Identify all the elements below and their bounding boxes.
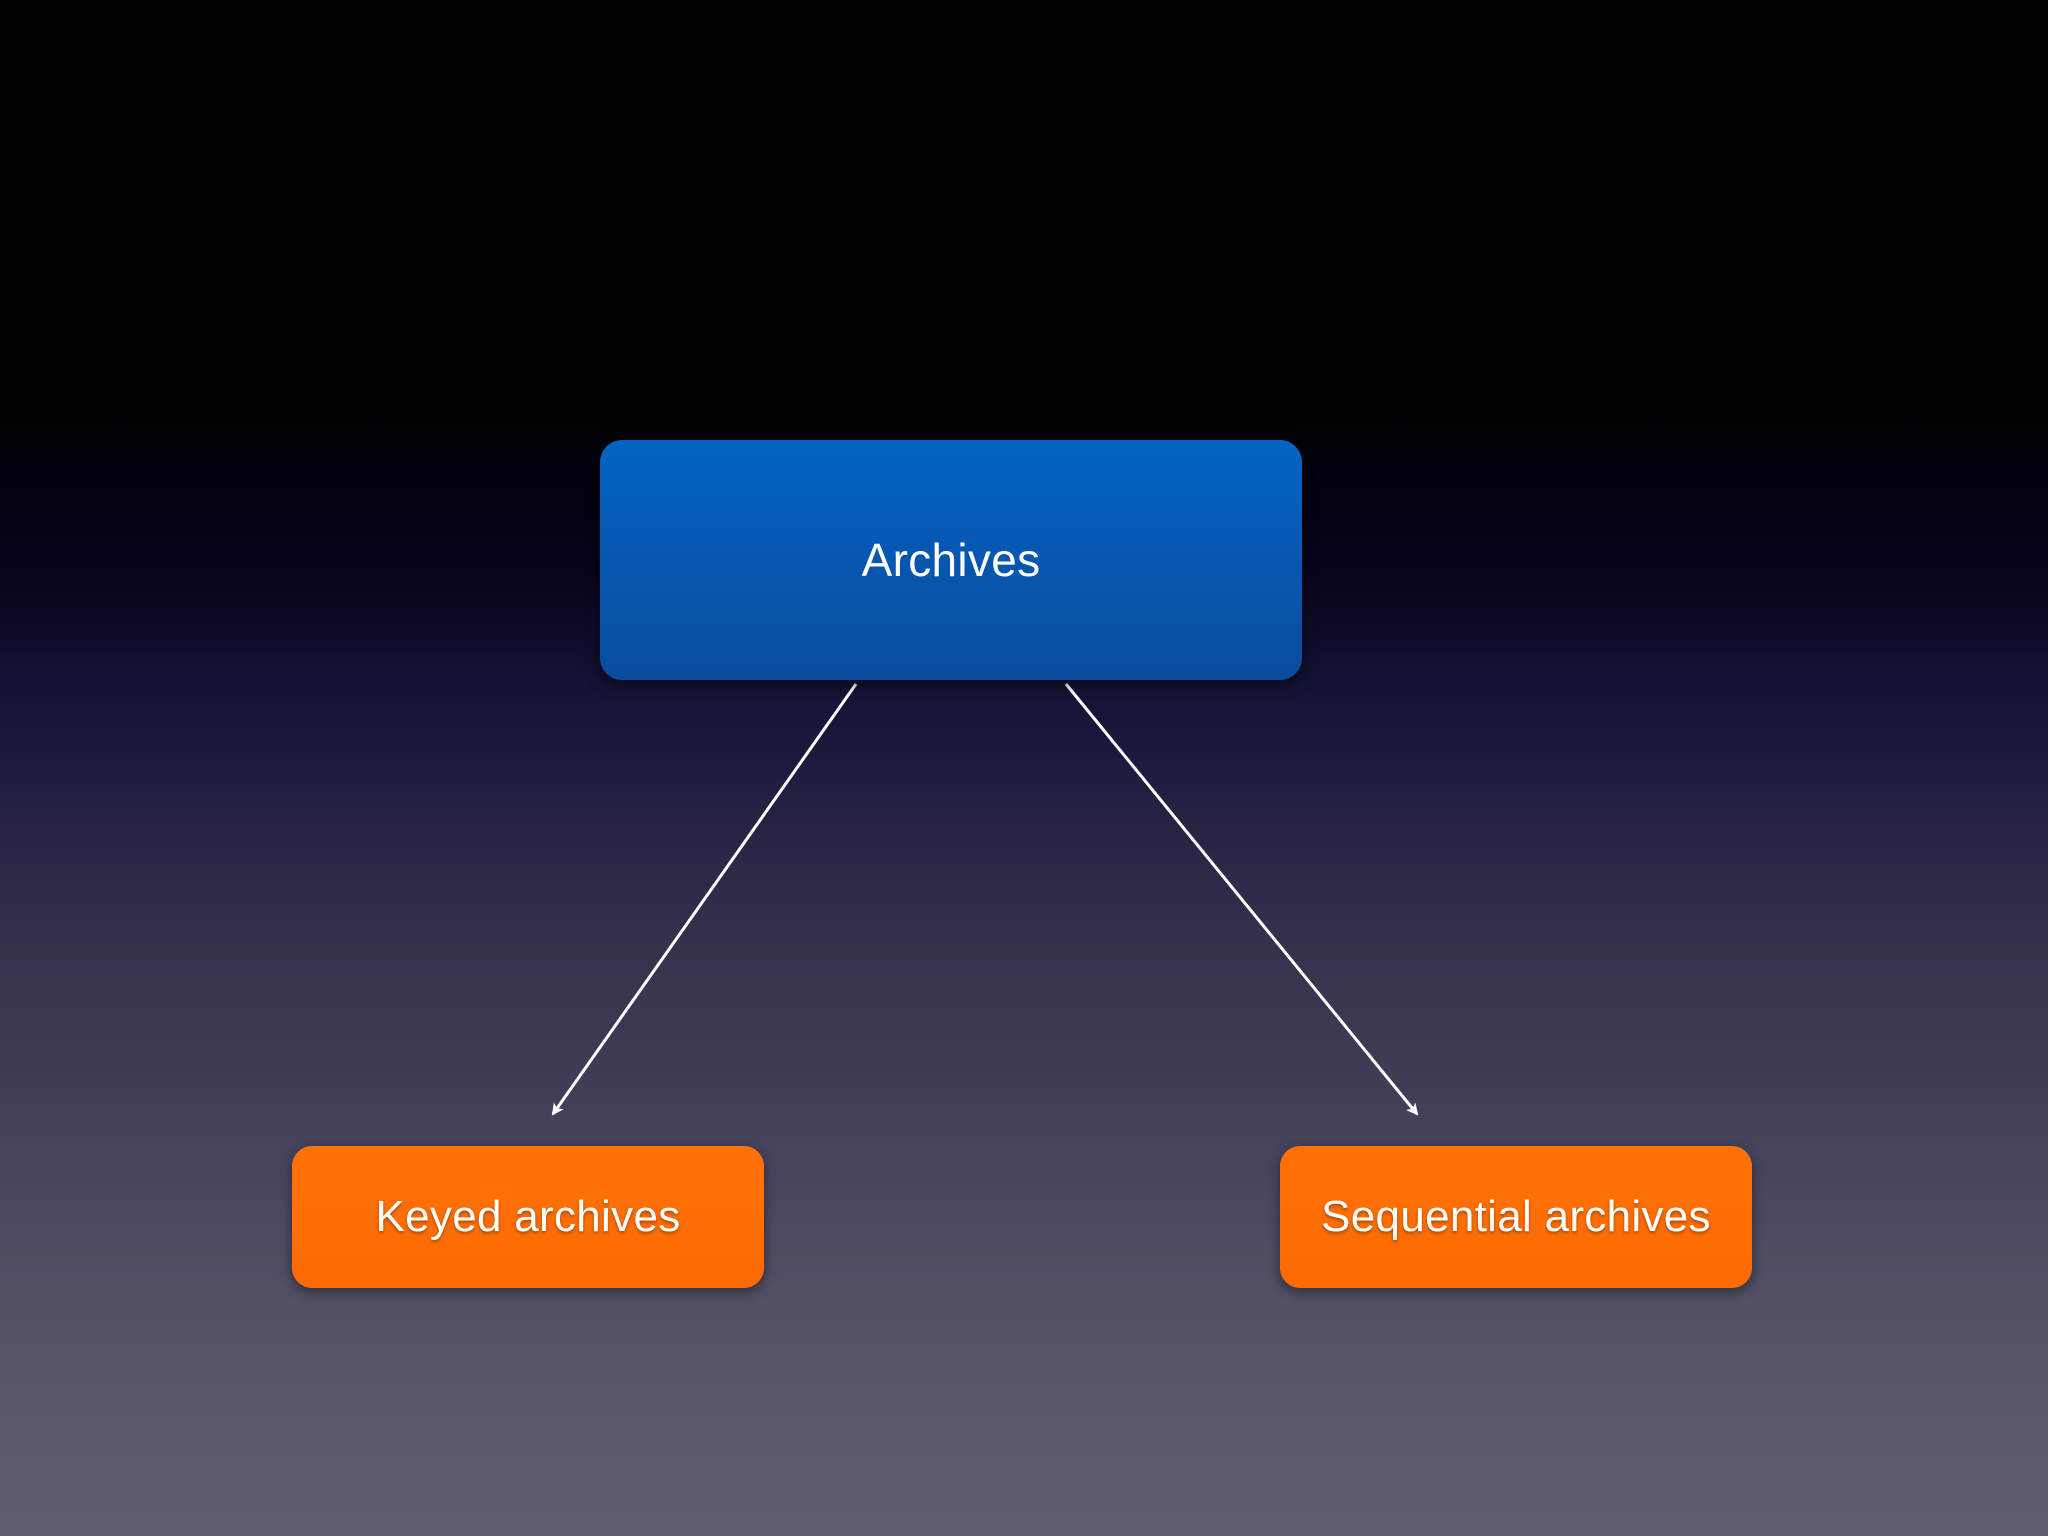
arrow-to-keyed-archives [551, 683, 858, 1116]
archives-node: Archives [600, 440, 1302, 680]
archives-label: Archives [861, 534, 1041, 586]
arrow-to-sequential-archives [1064, 683, 1419, 1116]
sequential-archives-label: Sequential archives [1321, 1192, 1711, 1241]
keyed-archives-label: Keyed archives [375, 1192, 681, 1241]
keyed-archives-node: Keyed archives [292, 1146, 764, 1288]
sequential-archives-node: Sequential archives [1280, 1146, 1752, 1288]
